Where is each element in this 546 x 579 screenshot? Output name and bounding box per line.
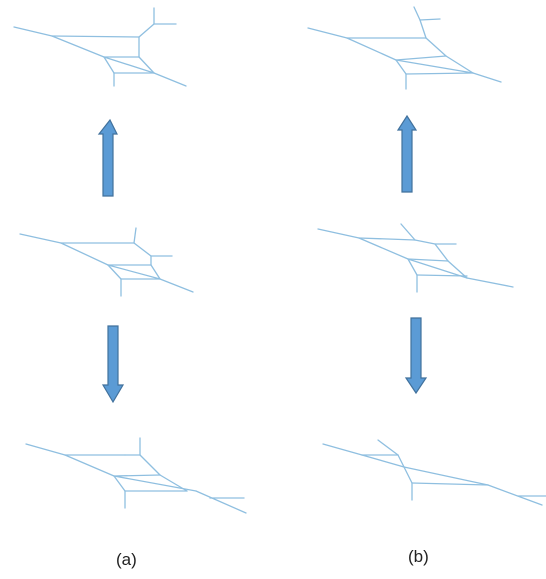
panel-label-b: (b)	[408, 547, 429, 566]
down-arrow-icon	[404, 317, 428, 395]
network-diagram-b-bottom	[322, 439, 546, 506]
panel-label-a: (a)	[116, 550, 137, 569]
up-arrow-icon	[396, 114, 418, 193]
network-diagram-a-bottom	[25, 437, 247, 514]
network-diagram-a-middle	[19, 227, 194, 297]
down-arrow-icon	[101, 325, 125, 404]
network-diagram-b-top	[307, 6, 502, 90]
up-arrow-icon	[97, 118, 118, 197]
network-diagram-b-middle	[317, 223, 514, 293]
network-diagram-a-top	[13, 7, 187, 87]
